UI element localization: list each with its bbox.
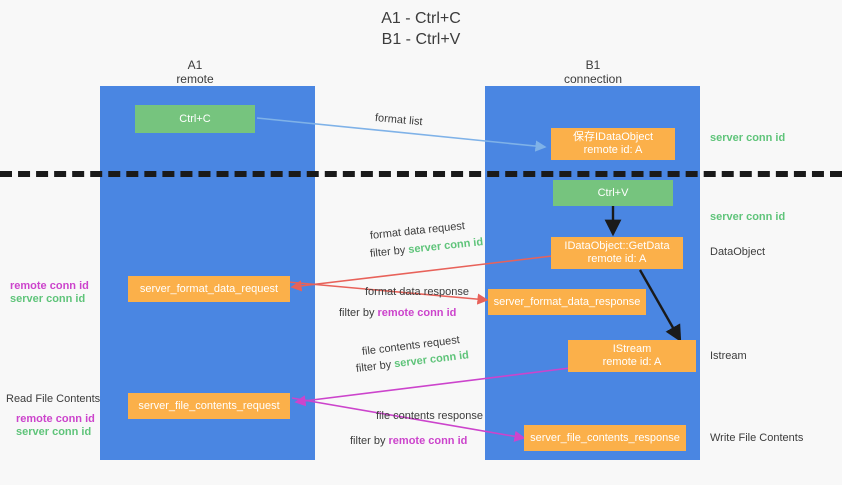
filter-key-remote-conn-id: remote conn id: [388, 435, 468, 447]
label-server-conn-id-top: server conn id: [710, 132, 786, 144]
label-remote-conn-id-lower: remote conn id: [16, 413, 95, 425]
label-server-conn-id-upper: server conn id: [10, 293, 86, 305]
box-save-idataobject-line2: remote id: A: [583, 144, 643, 156]
arrow-format-data-request: [290, 255, 553, 292]
lane-b1-sub: connection: [563, 72, 623, 86]
box-ctrl-c: Ctrl+C: [135, 105, 255, 133]
lane-b1-name: B1: [585, 58, 601, 72]
arrow-file-contents-response: [291, 397, 526, 442]
filter-prefix: filter by: [350, 435, 389, 447]
label-read-file-contents: Read File Contents: [6, 393, 101, 405]
box-server-file-contents-request-label: server_file_contents_request: [138, 399, 280, 412]
label-istream: Istream: [710, 350, 747, 362]
lane-a1-sub: remote: [176, 72, 214, 86]
box-server-file-contents-response-label: server_file_contents_response: [530, 431, 680, 444]
lane-header-a1: A1 remote: [130, 58, 260, 86]
box-istream-line2: remote id: A: [602, 356, 662, 368]
filter-prefix: filter by: [339, 307, 378, 319]
arrow-label-file-contents-response-text: file contents response: [376, 410, 484, 422]
label-write-file-contents: Write File Contents: [710, 432, 804, 444]
box-ctrl-v-label: Ctrl+V: [597, 186, 629, 199]
box-server-format-data-request-label: server_format_data_request: [139, 282, 279, 295]
title-line-2: B1 - Ctrl+V: [381, 31, 461, 48]
arrow-label-file-contents-response-filter: filter by remote conn id: [350, 434, 467, 448]
box-istream: IStream remote id: A: [568, 340, 696, 372]
box-server-format-data-request: server_format_data_request: [128, 276, 290, 302]
box-ctrl-v: Ctrl+V: [553, 180, 673, 206]
filter-prefix: filter by: [369, 244, 409, 260]
lane-header-b1: B1 connection: [528, 58, 658, 86]
box-ctrl-c-label: Ctrl+C: [179, 112, 211, 125]
label-remote-conn-id-upper: remote conn id: [10, 280, 89, 292]
label-server-conn-id-second: server conn id: [710, 211, 786, 223]
arrow-label-format-data-response-filter: filter by remote conn id: [339, 306, 456, 320]
label-dataobject: DataObject: [710, 246, 766, 258]
box-save-idataobject-line1: 保存IDataObject: [572, 131, 654, 143]
arrow-label-format-data-response-text: format data response: [365, 286, 469, 298]
box-idataobject-getdata: IDataObject::GetData remote id: A: [551, 237, 683, 269]
title-line-1: A1 - Ctrl+C: [381, 10, 461, 27]
lane-a1-name: A1: [187, 58, 203, 72]
arrow-format-list: [256, 117, 547, 152]
box-server-file-contents-request: server_file_contents_request: [128, 393, 290, 419]
box-istream-line1: IStream: [612, 343, 652, 355]
page-title: A1 - Ctrl+C B1 - Ctrl+V: [271, 8, 571, 50]
box-server-format-data-response: server_format_data_response: [488, 289, 646, 315]
box-save-idataobject: 保存IDataObject remote id: A: [551, 128, 675, 160]
arrow-file-contents-request: [294, 367, 571, 407]
arrow-label-format-data-response: format data response: [365, 285, 469, 299]
filter-key-remote-conn-id: remote conn id: [377, 307, 457, 319]
box-server-format-data-response-label: server_format_data_response: [493, 295, 641, 308]
label-server-conn-id-lower: server conn id: [16, 426, 92, 438]
box-server-file-contents-response: server_file_contents_response: [524, 425, 686, 451]
arrow-label-file-contents-response: file contents response: [376, 409, 483, 423]
arrow-label-format-list-text: format list: [374, 112, 424, 129]
arrow-format-data-response: [287, 281, 489, 305]
horizontal-divider: [0, 171, 842, 177]
box-idataobject-getdata-line2: remote id: A: [587, 253, 647, 265]
box-idataobject-getdata-line1: IDataObject::GetData: [564, 240, 670, 252]
arrow-getdata-to-istream: [638, 269, 682, 343]
